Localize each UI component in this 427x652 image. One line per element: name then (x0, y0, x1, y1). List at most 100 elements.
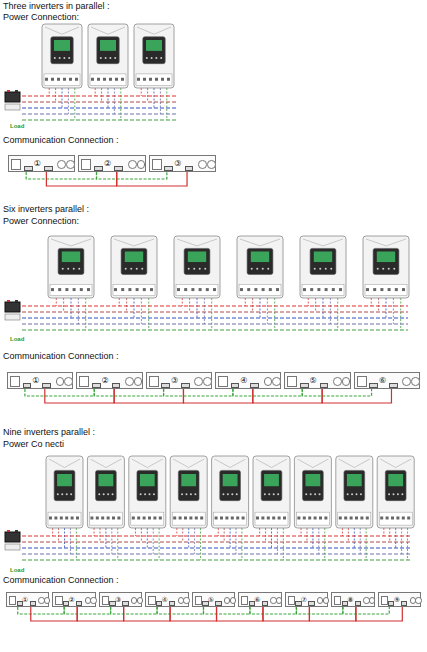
terminal (184, 288, 187, 291)
terminal (297, 516, 300, 519)
inverter-button (310, 493, 312, 495)
communication-panel: ① (7, 372, 73, 389)
inverter-button (256, 268, 258, 270)
callout-number: ② (102, 377, 109, 385)
inverter-button (160, 57, 162, 59)
communication-panel: ⑥ (238, 592, 281, 607)
terminal (272, 516, 275, 519)
switch (9, 596, 16, 605)
callout-number: ③ (171, 377, 178, 385)
inverter-screen (314, 252, 332, 263)
inverter-screen (54, 40, 70, 51)
terminal (332, 288, 335, 291)
inverter-button (351, 493, 353, 495)
inverter-trim (303, 239, 343, 246)
power-drop (211, 298, 212, 330)
comm-port (63, 601, 69, 606)
terminal (402, 288, 405, 291)
terminal (167, 78, 170, 81)
power-drop (114, 88, 115, 114)
terminal-knob (230, 597, 236, 603)
comm-port (342, 601, 348, 606)
terminal (269, 288, 272, 291)
terminal-strip (89, 512, 122, 525)
switch (10, 376, 20, 387)
grid-source (5, 544, 20, 550)
inverter-panel (184, 248, 210, 274)
terminal-strip (338, 512, 371, 525)
terminal (69, 78, 72, 81)
power-drop (62, 88, 63, 108)
inverter-panel (121, 248, 147, 274)
switch (152, 159, 162, 170)
power-drop (323, 298, 324, 318)
inverter-body (87, 456, 124, 528)
switch (381, 596, 388, 605)
terminal-strip (136, 74, 172, 86)
parallel-cable (26, 172, 96, 179)
terminal-strip (302, 284, 344, 295)
comm-port (23, 383, 32, 388)
terminal (155, 78, 158, 81)
inverter-panel (385, 470, 406, 500)
terminal-strip (48, 512, 81, 525)
terminal (112, 516, 115, 519)
power-drop (330, 298, 331, 324)
comm-port (320, 383, 329, 388)
power-drop (245, 298, 246, 306)
power-drop (105, 528, 106, 548)
power-drop (188, 528, 189, 548)
inverter-panel (51, 37, 73, 64)
comm-port (249, 601, 255, 606)
callout-number: ⑤ (208, 596, 214, 603)
comm-port (112, 383, 121, 388)
inverter-trim (114, 239, 154, 246)
parallel-cable (97, 172, 167, 179)
power-drop (274, 298, 275, 330)
terminal (109, 78, 112, 81)
power-drop (271, 528, 272, 548)
power-drop (159, 528, 160, 560)
power-drop (318, 528, 319, 554)
power-drop (94, 528, 95, 536)
inverter-button (63, 57, 65, 59)
inverter-button (59, 57, 61, 59)
comm-port (161, 383, 170, 388)
terminal (49, 516, 52, 519)
callout-number: ⑦ (301, 596, 307, 603)
inverter-body (42, 24, 82, 88)
power-drop (78, 298, 79, 324)
inverter-button (360, 493, 362, 495)
inverter-trim (51, 239, 91, 246)
terminal-knob (134, 377, 143, 386)
callout-number: ④ (240, 377, 247, 385)
terminal-knob (411, 377, 420, 386)
current-sharing-cable (46, 172, 116, 186)
comm-port (30, 601, 36, 606)
power-drop (160, 88, 161, 114)
terminal (51, 288, 54, 291)
terminal-strip (379, 512, 412, 525)
comm-port (202, 601, 208, 606)
communication-panel: ④ (215, 372, 281, 389)
terminal (324, 516, 327, 519)
inverter-body (212, 456, 249, 528)
communication-panel: ② (52, 592, 95, 607)
section-heading: Three inverters in parallel : (3, 2, 110, 12)
inverter-button (194, 493, 196, 495)
terminal (303, 516, 306, 519)
power-drop (141, 298, 142, 324)
terminal (278, 516, 281, 519)
battery-terminal (7, 300, 10, 302)
communication-panel: ③ (99, 592, 142, 607)
inverter-button (78, 268, 80, 270)
terminal-knob (198, 160, 207, 169)
parallel-cable (64, 607, 110, 614)
power-drop (194, 528, 195, 554)
callout-number: ① (32, 377, 39, 385)
power-drop (241, 528, 242, 560)
inverter-trim (256, 459, 287, 468)
callout-number: ① (22, 596, 28, 603)
terminal-knob (333, 377, 342, 386)
